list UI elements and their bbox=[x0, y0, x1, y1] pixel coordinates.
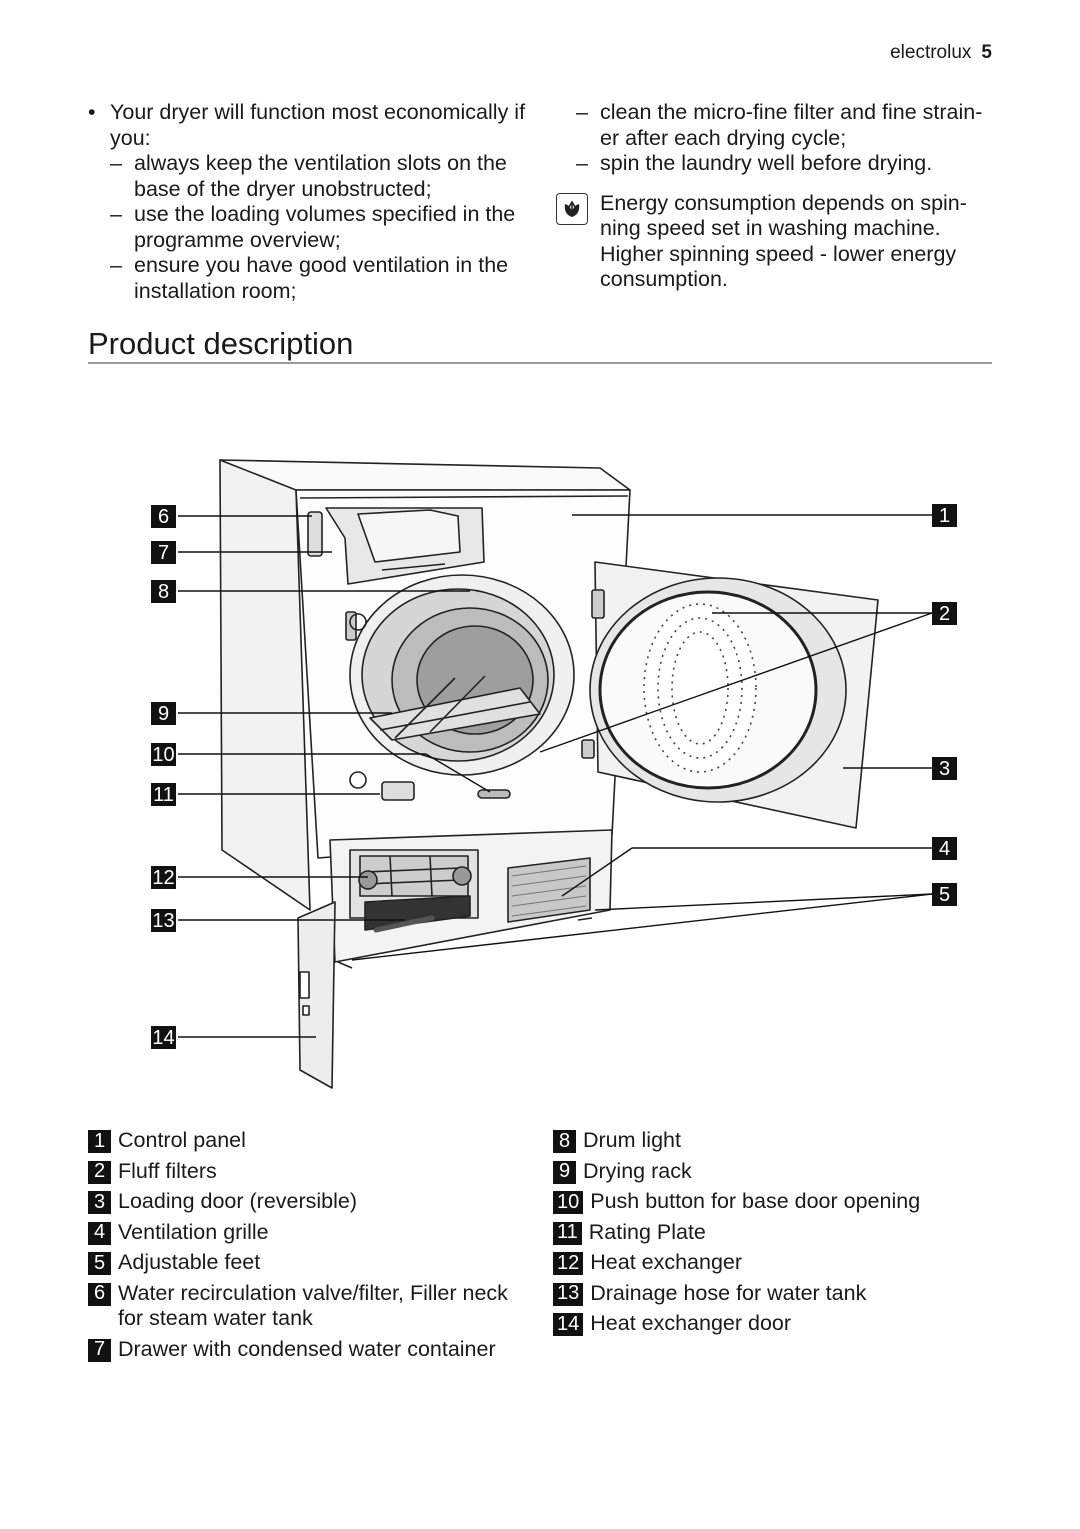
callout-4: 4 bbox=[939, 838, 950, 860]
tip-text: use the loading volumes specified in the… bbox=[134, 202, 516, 252]
legend-item: 7 Drawer with condensed water container bbox=[88, 1337, 538, 1363]
tip-item: – always keep the ventilation slots on t… bbox=[110, 151, 533, 202]
legend-number: 14 bbox=[553, 1313, 584, 1336]
legend-label: Water recirculation valve/filter, Filler… bbox=[118, 1280, 508, 1331]
legend-number: 3 bbox=[88, 1191, 111, 1214]
callout-14: 14 bbox=[152, 1027, 174, 1049]
brand-name: electrolux bbox=[890, 42, 972, 63]
callout-3: 3 bbox=[939, 758, 950, 780]
legend-number: 5 bbox=[88, 1252, 111, 1275]
legend-label: Push button for base door opening bbox=[590, 1189, 921, 1213]
page-header: electrolux 5 bbox=[890, 42, 992, 64]
dash-mark: – bbox=[576, 100, 588, 124]
callout-5: 5 bbox=[939, 884, 950, 906]
tip-item: – use the loading volumes specified in t… bbox=[110, 202, 533, 253]
legend-number: 11 bbox=[553, 1221, 582, 1245]
legend-number: 9 bbox=[553, 1160, 576, 1184]
legend-item: 1 Control panel bbox=[88, 1128, 538, 1154]
section-title: Product description bbox=[88, 326, 354, 361]
legend-label: Ventilation grille bbox=[118, 1219, 269, 1244]
callout-12: 12 bbox=[152, 867, 174, 889]
legend-label: Loading door (reversible) bbox=[118, 1189, 358, 1213]
legend-number: 13 bbox=[553, 1282, 584, 1306]
callout-6: 6 bbox=[158, 506, 169, 528]
tip-text: clean the micro-fine filter and fine str… bbox=[600, 100, 983, 150]
environment-icon bbox=[556, 192, 588, 225]
legend-item: 14 Heat exchanger door bbox=[553, 1311, 993, 1337]
section-divider bbox=[88, 362, 992, 364]
legend-item: 6 Water recirculation valve/filter, Fill… bbox=[88, 1281, 538, 1332]
bullet-mark: • bbox=[88, 100, 96, 124]
legend-label: Heat exchanger door bbox=[590, 1311, 792, 1335]
legend-label: Drainage hose for water tank bbox=[590, 1280, 867, 1305]
tips-right-column: – clean the micro-fine filter and fine s… bbox=[556, 100, 996, 293]
legend-item: 4 Ventilation grille bbox=[88, 1220, 538, 1246]
legend-item: 9 Drying rack bbox=[553, 1159, 993, 1185]
tips-intro-text: Your dryer will function most economical… bbox=[110, 100, 526, 150]
legend-number: 10 bbox=[553, 1191, 584, 1214]
callout-10: 10 bbox=[152, 744, 174, 766]
legend-item: 3 Loading door (reversible) bbox=[88, 1189, 538, 1215]
callout-11: 11 bbox=[153, 784, 174, 806]
page-number: 5 bbox=[981, 42, 992, 63]
callout-7: 7 bbox=[158, 542, 169, 564]
tip-text: always keep the ventilation slots on the… bbox=[134, 151, 507, 201]
legend-label: Drying rack bbox=[583, 1158, 692, 1183]
dash-mark: – bbox=[576, 151, 588, 175]
legend-number: 4 bbox=[88, 1221, 111, 1245]
legend-number: 1 bbox=[88, 1130, 111, 1153]
legend-label: Adjustable feet bbox=[118, 1250, 261, 1274]
tips-left-column: • Your dryer will function most economic… bbox=[88, 100, 533, 304]
tips-intro: • Your dryer will function most economic… bbox=[88, 100, 533, 151]
legend-item: 11 Rating Plate bbox=[553, 1220, 993, 1246]
legend-label: Fluff filters bbox=[118, 1158, 217, 1183]
legend-label: Heat exchanger bbox=[590, 1250, 743, 1274]
legend-item: 8 Drum light bbox=[553, 1128, 993, 1154]
callout-2: 2 bbox=[939, 603, 950, 625]
legend-item: 13 Drainage hose for water tank bbox=[553, 1281, 993, 1307]
legend-label: Drum light bbox=[583, 1128, 681, 1152]
dash-mark: – bbox=[110, 202, 122, 226]
note-text: Energy consumption depends on spin-ning … bbox=[600, 190, 967, 292]
legend-item: 12 Heat exchanger bbox=[553, 1250, 993, 1276]
legend-item: 10 Push button for base door opening bbox=[553, 1189, 993, 1215]
tip-text: spin the laundry well before drying. bbox=[600, 151, 933, 175]
legend-left-column: 1 Control panel 2 Fluff filters 3 Loadin… bbox=[88, 1128, 538, 1367]
legend-number: 12 bbox=[553, 1252, 584, 1275]
legend-item: 2 Fluff filters bbox=[88, 1159, 538, 1185]
tip-item: – ensure you have good ventilation in th… bbox=[110, 253, 533, 304]
dryer-illustration: 6 7 8 9 10 11 12 13 14 1 2 3 4 bbox=[0, 440, 1080, 1100]
callout-1: 1 bbox=[939, 505, 950, 527]
legend-right-column: 8 Drum light 9 Drying rack 10 Push butto… bbox=[553, 1128, 993, 1342]
callout-13: 13 bbox=[152, 910, 174, 932]
legend-label: Rating Plate bbox=[588, 1219, 706, 1244]
legend-number: 7 bbox=[88, 1338, 111, 1362]
legend-label: Control panel bbox=[118, 1128, 246, 1152]
legend-number: 8 bbox=[553, 1130, 576, 1153]
dash-mark: – bbox=[110, 253, 122, 277]
dash-mark: – bbox=[110, 151, 122, 175]
tip-text: ensure you have good ventilation in the … bbox=[134, 253, 509, 303]
legend-number: 2 bbox=[88, 1160, 111, 1184]
legend-number: 6 bbox=[88, 1282, 111, 1306]
legend-item: 5 Adjustable feet bbox=[88, 1250, 538, 1276]
callout-9: 9 bbox=[158, 703, 169, 725]
tip-item: – spin the laundry well before drying. bbox=[576, 151, 996, 177]
tip-item: – clean the micro-fine filter and fine s… bbox=[576, 100, 996, 151]
environment-note: Energy consumption depends on spin-ning … bbox=[556, 191, 996, 293]
legend-label: Drawer with condensed water container bbox=[118, 1336, 496, 1361]
callout-8: 8 bbox=[158, 581, 169, 603]
